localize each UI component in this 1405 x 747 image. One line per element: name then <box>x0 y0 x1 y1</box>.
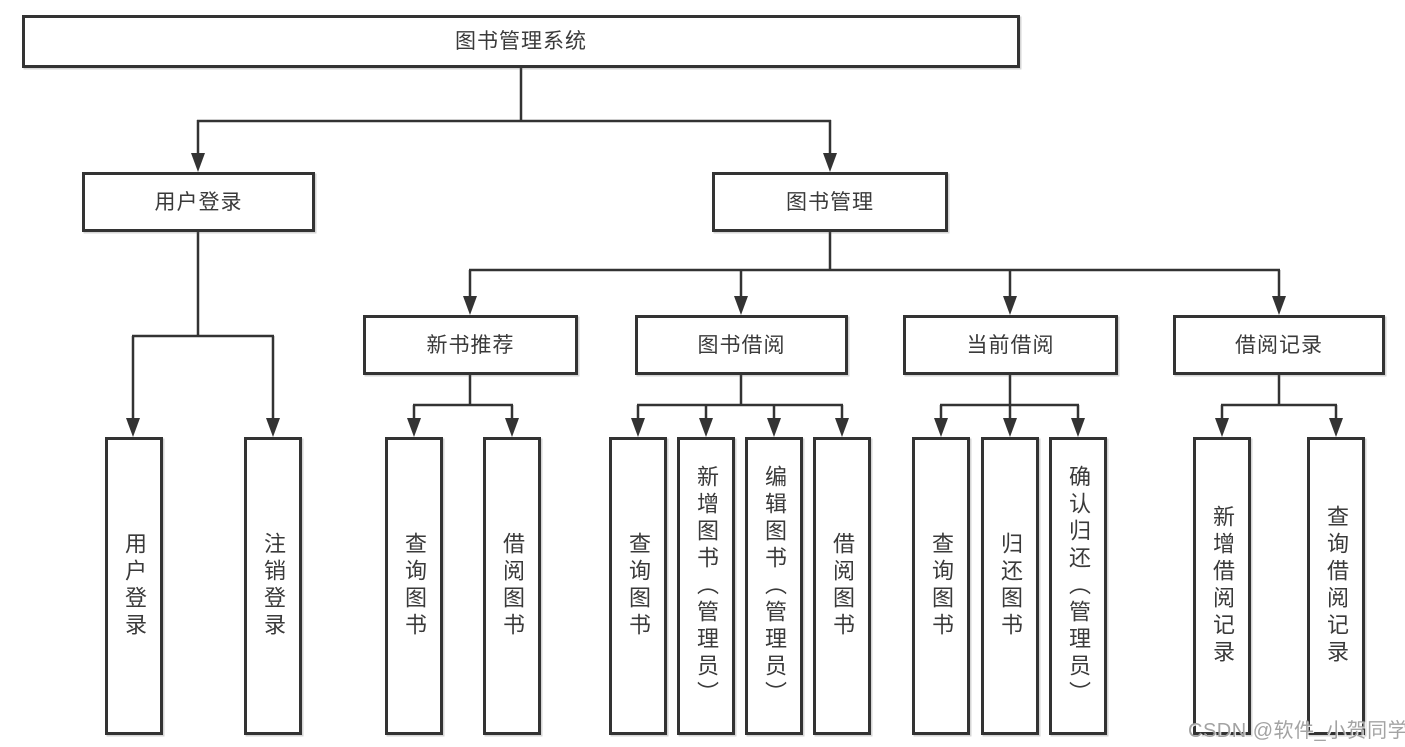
leaf-query-borrow-record-label: 查询借阅记录 <box>1324 505 1349 667</box>
node-book-borrowing-label: 图书借阅 <box>697 333 786 357</box>
leaf-add-book-admin: 新增图书（管理员） <box>677 437 735 735</box>
node-new-book-recommend-label: 新书推荐 <box>426 333 515 357</box>
leaf-edit-book-admin: 编辑图书（管理员） <box>745 437 803 735</box>
node-new-book-recommend: 新书推荐 <box>363 315 578 375</box>
node-root-system: 图书管理系统 <box>22 15 1020 68</box>
leaf-query-books-current-label: 查询图书 <box>929 532 954 640</box>
leaf-add-book-admin-label: 新增图书（管理员） <box>694 464 719 708</box>
leaf-query-books-recommend-label: 查询图书 <box>402 532 427 640</box>
node-user-login-branch: 用户登录 <box>82 172 315 232</box>
node-user-login-branch-label: 用户登录 <box>154 190 243 214</box>
node-borrowing-records: 借阅记录 <box>1173 315 1385 375</box>
csdn-watermark: CSDN @软件_小贺同学 <box>1188 720 1405 742</box>
leaf-confirm-return-admin: 确认归还（管理员） <box>1049 437 1107 735</box>
leaf-return-books: 归还图书 <box>981 437 1039 735</box>
leaf-borrow-books-borrowing-label: 借阅图书 <box>830 532 855 640</box>
leaf-logout-label: 注销登录 <box>261 532 286 640</box>
leaf-user-login-label: 用户登录 <box>122 532 147 640</box>
leaf-confirm-return-admin-label: 确认归还（管理员） <box>1066 464 1091 708</box>
node-book-borrowing: 图书借阅 <box>635 315 848 375</box>
leaf-return-books-label: 归还图书 <box>998 532 1023 640</box>
node-root-system-label: 图书管理系统 <box>455 30 587 53</box>
leaf-add-borrow-record: 新增借阅记录 <box>1193 437 1251 735</box>
leaf-borrow-books-recommend: 借阅图书 <box>483 437 541 735</box>
leaf-query-books-current: 查询图书 <box>912 437 970 735</box>
leaf-query-books-borrowing-label: 查询图书 <box>626 532 651 640</box>
leaf-user-login: 用户登录 <box>105 437 163 735</box>
node-book-management-label: 图书管理 <box>786 190 874 214</box>
leaf-query-books-borrowing: 查询图书 <box>609 437 667 735</box>
node-book-management: 图书管理 <box>712 172 948 232</box>
leaf-add-borrow-record-label: 新增借阅记录 <box>1210 505 1235 667</box>
leaf-query-borrow-record: 查询借阅记录 <box>1307 437 1365 735</box>
leaf-borrow-books-recommend-label: 借阅图书 <box>500 532 525 640</box>
node-borrowing-records-label: 借阅记录 <box>1235 333 1323 357</box>
leaf-query-books-recommend: 查询图书 <box>385 437 443 735</box>
node-current-borrowing: 当前借阅 <box>903 315 1118 375</box>
leaf-edit-book-admin-label: 编辑图书（管理员） <box>762 464 787 708</box>
node-current-borrowing-label: 当前借阅 <box>966 333 1055 357</box>
leaf-borrow-books-borrowing: 借阅图书 <box>813 437 871 735</box>
leaf-logout: 注销登录 <box>244 437 302 735</box>
